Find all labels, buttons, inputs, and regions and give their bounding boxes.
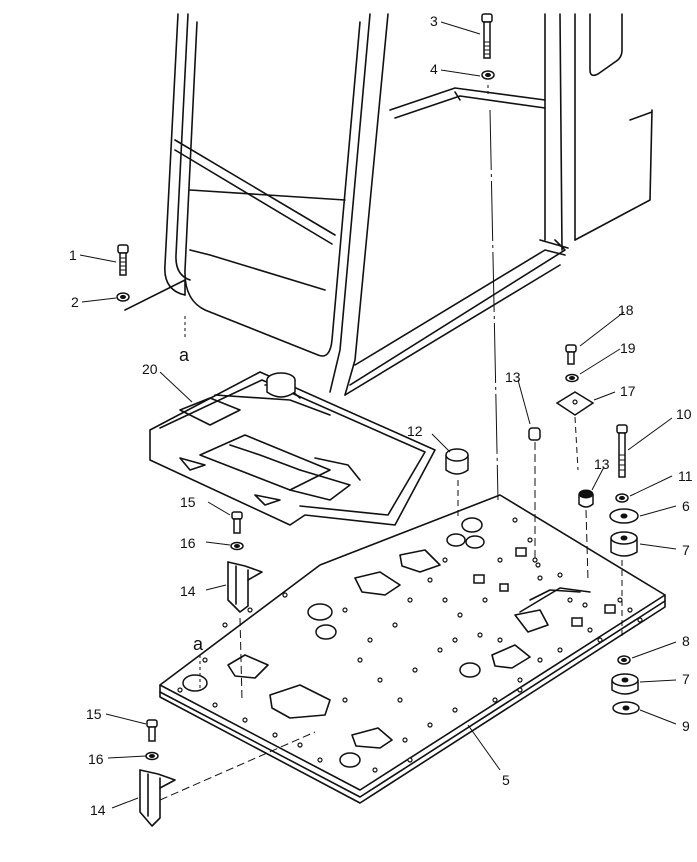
washer-2 — [116, 292, 130, 302]
label-7-lower: 7 — [682, 671, 690, 687]
label-5: 5 — [502, 772, 510, 788]
bolt-10 — [616, 424, 628, 478]
cushion-12 — [445, 448, 469, 475]
washer-11 — [615, 493, 629, 503]
washer-16-upper — [230, 541, 244, 551]
washer-16-lower — [145, 751, 159, 761]
cab-frame — [124, 13, 653, 396]
washer-4 — [481, 70, 495, 80]
label-10: 10 — [676, 406, 692, 422]
label-13-right: 13 — [594, 456, 610, 472]
label-11: 11 — [678, 468, 693, 484]
label-1: 1 — [69, 247, 77, 263]
part-labels: 1 2 3 4 5 6 7 7 8 9 10 11 12 13 13 14 14… — [69, 13, 693, 818]
label-14-upper: 14 — [180, 583, 196, 599]
reference-mark-a-lower: a — [193, 634, 204, 654]
bolt-15-lower — [146, 719, 158, 742]
label-20: 20 — [142, 361, 158, 377]
label-17: 17 — [620, 383, 636, 399]
label-13-left: 13 — [505, 369, 521, 385]
label-19: 19 — [620, 340, 636, 356]
bolt-15-upper — [231, 511, 243, 534]
label-15-lower: 15 — [86, 706, 102, 722]
stopper-13-left — [528, 427, 541, 441]
bolt-3 — [481, 13, 493, 59]
reference-mark-a-upper: a — [179, 345, 190, 365]
label-2: 2 — [71, 294, 79, 310]
bracket-17 — [555, 391, 595, 416]
plate-washer-9 — [612, 701, 640, 715]
label-7-upper: 7 — [682, 542, 690, 558]
label-16-lower: 16 — [88, 751, 104, 767]
washer-19 — [565, 373, 579, 383]
label-15-upper: 15 — [180, 494, 196, 510]
bolt-1 — [117, 244, 129, 276]
label-18: 18 — [618, 302, 634, 318]
cushion-7-upper — [610, 531, 638, 557]
label-14-lower: 14 — [90, 802, 106, 818]
floor-plate — [159, 494, 666, 804]
label-8: 8 — [682, 633, 690, 649]
label-16-upper: 16 — [180, 535, 196, 551]
leader-lines — [79, 21, 677, 809]
label-4: 4 — [430, 61, 438, 77]
label-6: 6 — [682, 498, 690, 514]
bracket-14-upper — [227, 561, 263, 613]
plate-washer-6 — [609, 508, 639, 524]
label-3: 3 — [430, 13, 438, 29]
bolt-18 — [565, 344, 577, 365]
label-9: 9 — [682, 718, 690, 734]
label-12: 12 — [407, 423, 423, 439]
bracket-14-lower — [139, 769, 176, 827]
washer-8 — [617, 655, 631, 665]
cushion-7-lower — [611, 673, 639, 695]
stopper-13-right — [578, 489, 594, 508]
floor-mat — [149, 371, 436, 526]
